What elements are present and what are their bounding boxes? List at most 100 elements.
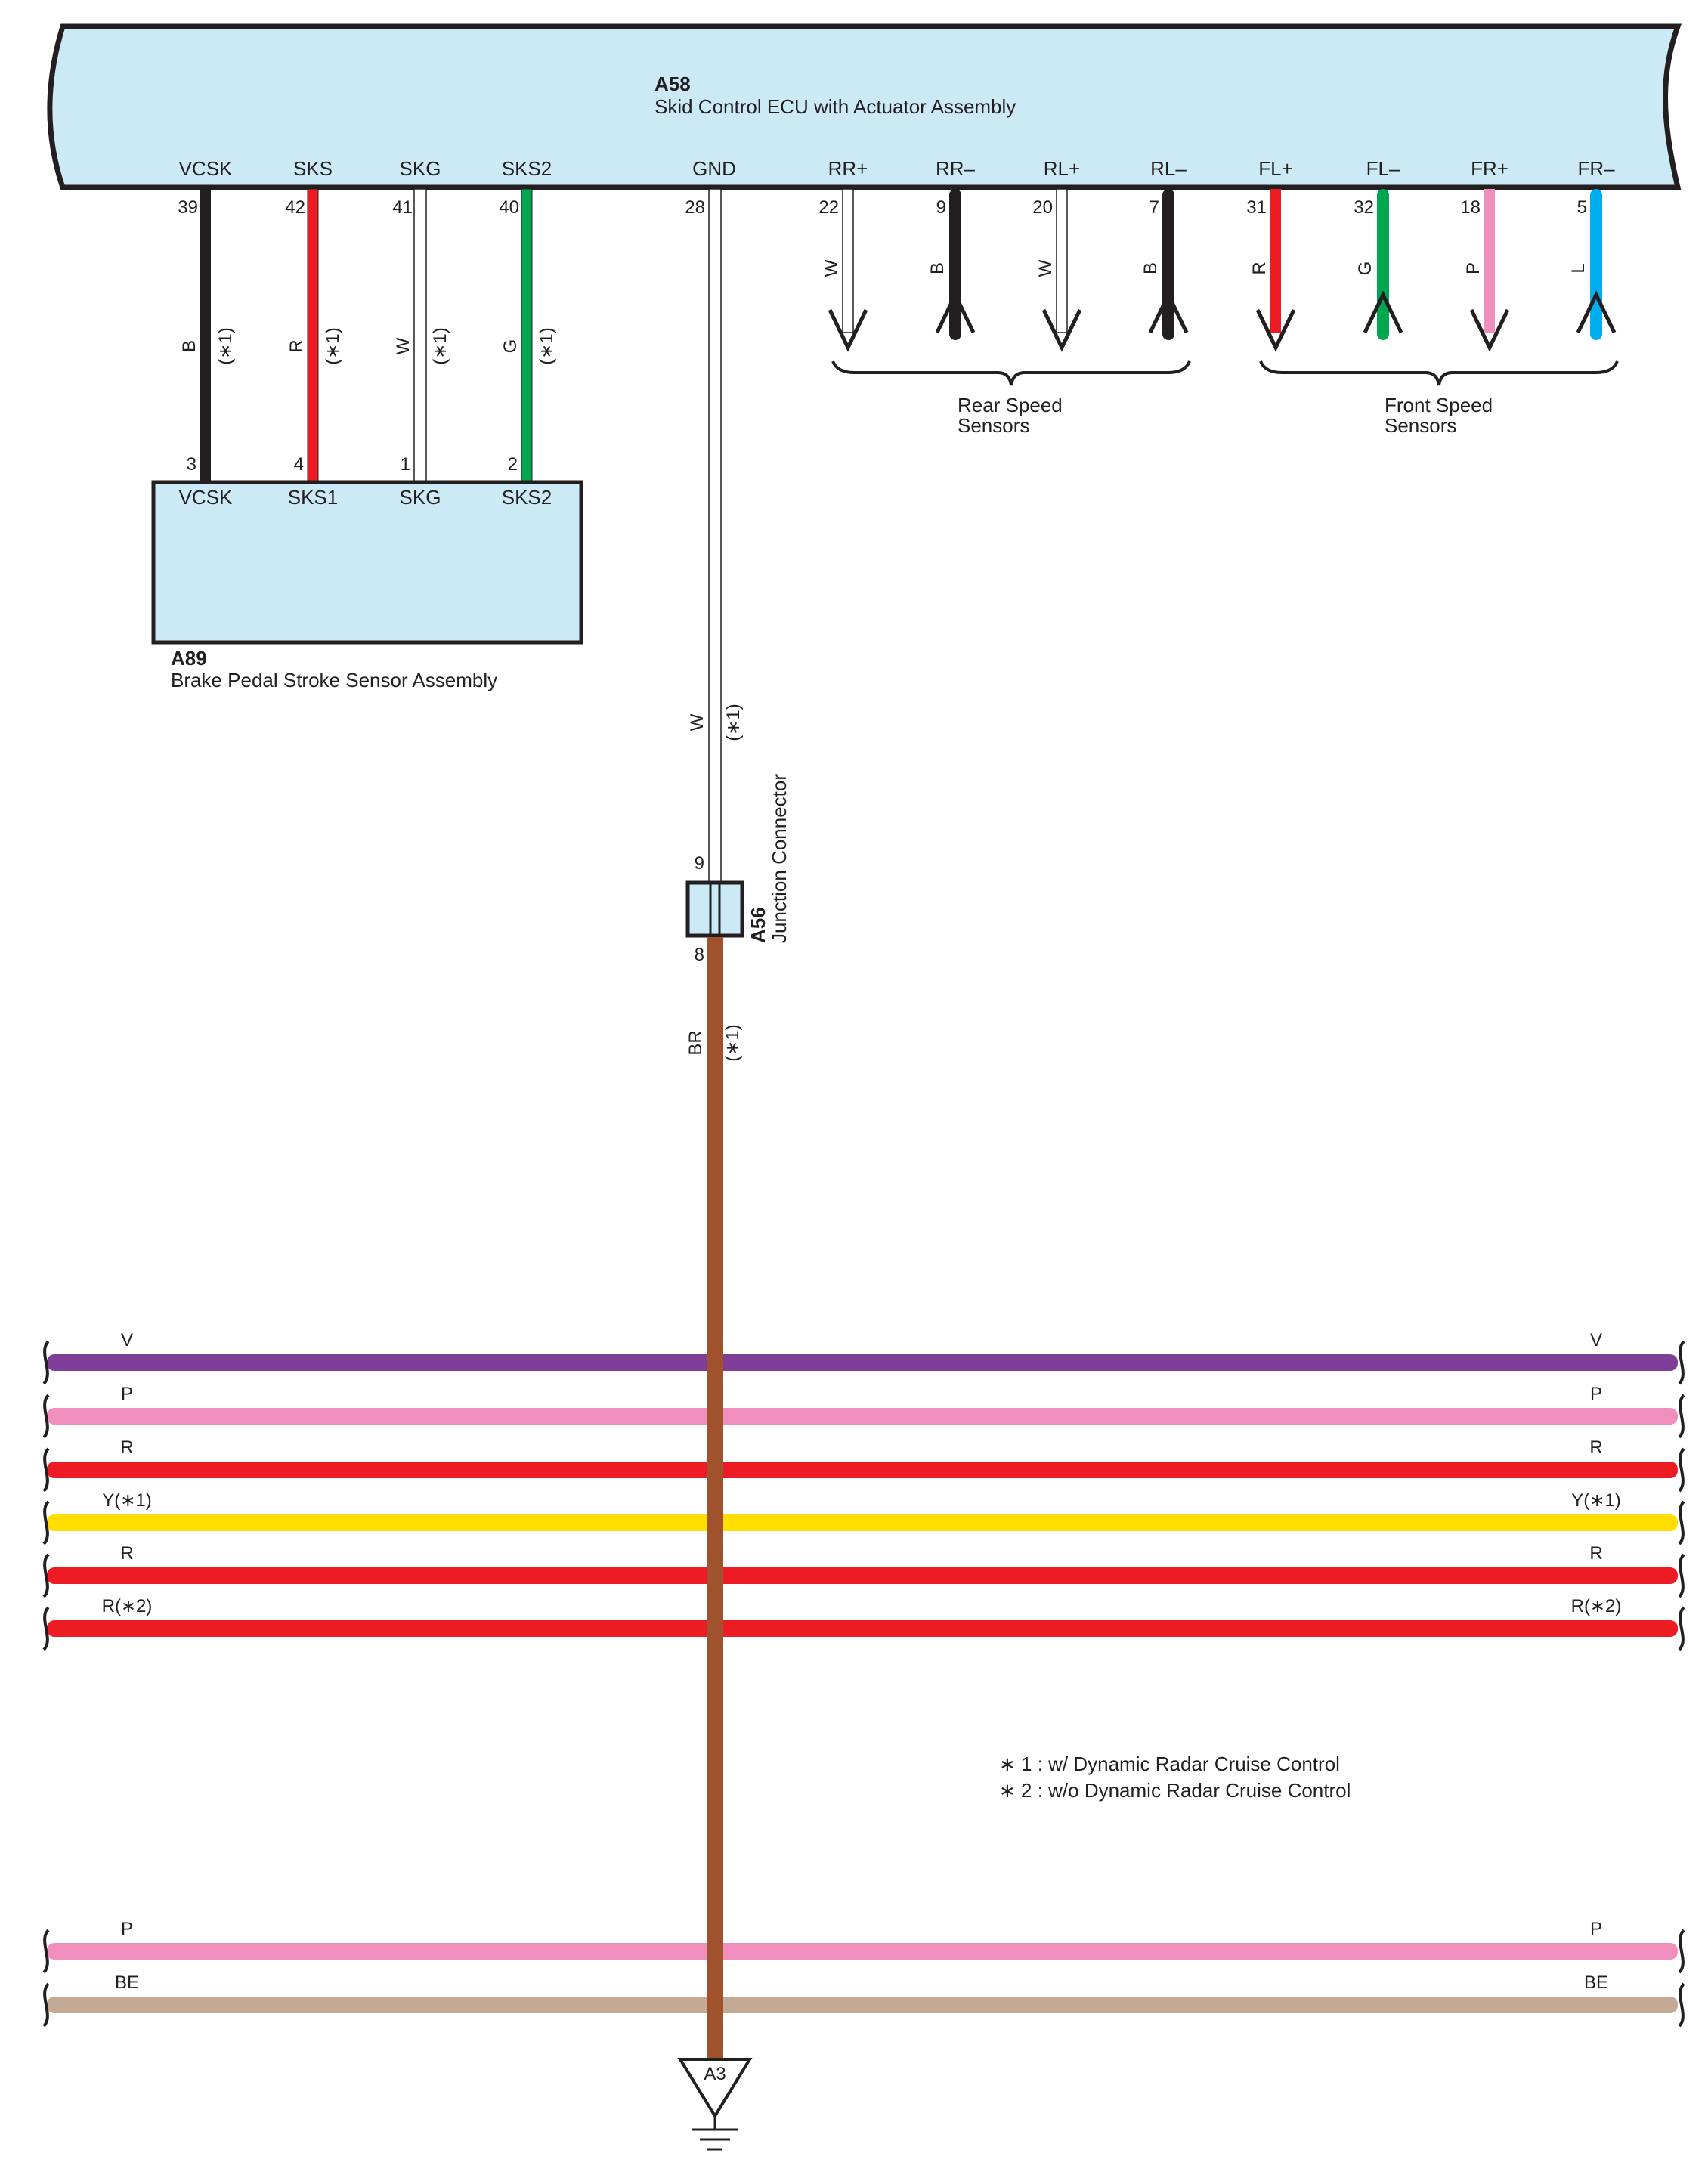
wire-label-g: G: [500, 339, 521, 354]
wire-break-icon: [42, 1929, 50, 1974]
wire-note-b: (∗1): [215, 327, 236, 364]
bus-line-label-left: P: [121, 1919, 133, 1939]
rear-sensors-label-2: Sensors: [958, 414, 1029, 437]
arrow-down-icon: [828, 308, 868, 352]
front-sensors-label: Front Speed: [1385, 394, 1493, 416]
note-1: ∗ 1 : w/ Dynamic Radar Cruise Control: [999, 1753, 1340, 1775]
junction-code: A56: [747, 907, 769, 943]
pedal-sensor-pins: 3 4 1 2: [187, 454, 518, 475]
pedal-sensor-box: [151, 480, 583, 645]
pedal-terminal-sks1: SKS1: [288, 486, 339, 509]
ground-wire-upper-note: (∗1): [723, 704, 744, 741]
ecu-pin-42: 42: [285, 197, 305, 218]
junction-name: Junction Connector: [768, 774, 791, 943]
bus-line: [47, 1462, 1678, 1478]
bus-line-label-left: R: [120, 1543, 133, 1564]
arrow-up-icon: [1576, 290, 1617, 334]
junction-connector: [685, 880, 744, 938]
pedal-sensor-name: Brake Pedal Stroke Sensor Assembly: [171, 669, 497, 691]
arrow-up-icon: [1363, 290, 1403, 334]
speed-sensor-wires: [828, 188, 1617, 352]
bus-line-label-left: BE: [115, 1972, 139, 1993]
bus-line-label-left: R: [120, 1437, 133, 1458]
wire-label-w: W: [393, 337, 413, 354]
wire-note-g: (∗1): [537, 327, 557, 364]
wire-break-icon: [1678, 1394, 1685, 1439]
speed-wire-rl-minus: [1162, 189, 1174, 340]
ecu-pin-22: 22: [818, 197, 839, 218]
pedal-pin-4: 4: [294, 454, 304, 475]
ground-wire-lower-note: (∗1): [722, 1024, 743, 1061]
ground-point-code: A3: [704, 2064, 726, 2084]
wire-note-r: (∗1): [323, 327, 343, 364]
wire-break-icon: [42, 1394, 50, 1439]
junction-pin-8: 8: [695, 945, 704, 965]
ecu-terminal-vcsk: VCSK: [179, 157, 233, 180]
bus-line-label-left: V: [121, 1330, 133, 1350]
arrow-up-icon: [935, 290, 976, 334]
bus-line: [47, 1408, 1678, 1425]
bus-line: [47, 1997, 1678, 2013]
wire-sks: [307, 188, 319, 484]
wire-break-icon: [42, 1447, 50, 1493]
speed-wire-label: B: [1140, 262, 1161, 274]
speed-wire-fl-plus: [1270, 189, 1281, 333]
ecu-terminal-sks2: SKS2: [502, 157, 552, 180]
bus-line-label-right: V: [1590, 1330, 1602, 1350]
wire-break-icon: [1678, 1982, 1685, 2028]
bus-line: [47, 1567, 1678, 1584]
wire-break-icon: [42, 1606, 50, 1651]
arrow-down-icon: [1255, 308, 1296, 352]
pedal-sensor-wires: [200, 188, 533, 484]
ecu-pin-28: 28: [685, 197, 705, 218]
bus-line: [47, 1620, 1678, 1637]
ecu-terminal-fl-plus: FL+: [1258, 157, 1293, 180]
bus-line-label-right: Y(∗1): [1571, 1490, 1620, 1511]
pedal-wire-labels: B (∗1) R (∗1) W (∗1) G (∗1): [179, 327, 557, 364]
ecu-pin-32: 32: [1354, 197, 1374, 218]
ground-wire: W (∗1) 9 A56 Junction Connector 8 BR (∗1…: [677, 188, 791, 2151]
rear-sensors-brace: [831, 360, 1191, 386]
ecu-pin-18: 18: [1460, 197, 1481, 218]
wire-break-icon: [1678, 1553, 1685, 1598]
pedal-pin-2: 2: [508, 454, 518, 475]
ecu-pin-20: 20: [1032, 197, 1053, 218]
bus-line: [47, 1354, 1678, 1371]
pedal-sensor-code: A89: [171, 647, 207, 670]
speed-wire-label: W: [822, 259, 842, 277]
ecu-pin-5: 5: [1577, 197, 1587, 218]
speed-wire-rl-plus: [1056, 188, 1068, 333]
bus-line-label-left: R(∗2): [102, 1596, 153, 1616]
speed-wire-label: R: [1249, 261, 1270, 274]
junction-pin-9: 9: [695, 853, 704, 874]
bus-line-label-right: P: [1590, 1384, 1602, 1404]
front-sensors-label-2: Sensors: [1385, 414, 1456, 437]
arrow-down-icon: [1469, 308, 1510, 352]
speed-wire-label: B: [927, 262, 948, 274]
ecu-terminals: VCSK SKS SKG SKS2 GND RR+ RR– RL+ RL– FL…: [179, 157, 1616, 180]
bus-line-label-right: P: [1590, 1919, 1602, 1939]
wire-break-icon: [42, 1553, 50, 1598]
speed-wire-label: P: [1463, 262, 1484, 274]
speed-wire-fl-minus: [1377, 189, 1389, 340]
rear-sensors-label: Rear Speed: [958, 394, 1063, 416]
speed-wire-label: G: [1355, 261, 1375, 276]
ground-wire-upper: [708, 188, 722, 883]
ground-wire-lower-code: BR: [685, 1030, 706, 1055]
pedal-terminal-skg: SKG: [400, 486, 441, 509]
bus-line-label-left: P: [121, 1384, 133, 1404]
bus-line-label-left: Y(∗1): [102, 1490, 151, 1511]
wire-break-icon: [42, 1340, 50, 1385]
ecu-pin-40: 40: [499, 197, 519, 218]
ecu-terminal-rl-minus: RL–: [1150, 157, 1187, 180]
pedal-sensor-terminals: VCSK SKS1 SKG SKS2: [179, 486, 552, 509]
ground-wire-lower: [707, 937, 723, 2063]
speed-wire-fr-plus: [1484, 189, 1495, 333]
ecu-pin-41: 41: [392, 197, 413, 218]
speed-wire-fr-minus: [1590, 189, 1602, 340]
speed-wire-rr-plus: [842, 188, 854, 333]
ecu-terminal-fl-minus: FL–: [1366, 157, 1400, 180]
ecu-terminal-rr-minus: RR–: [936, 157, 976, 180]
bus-line-label-right: R(∗2): [1571, 1596, 1622, 1616]
